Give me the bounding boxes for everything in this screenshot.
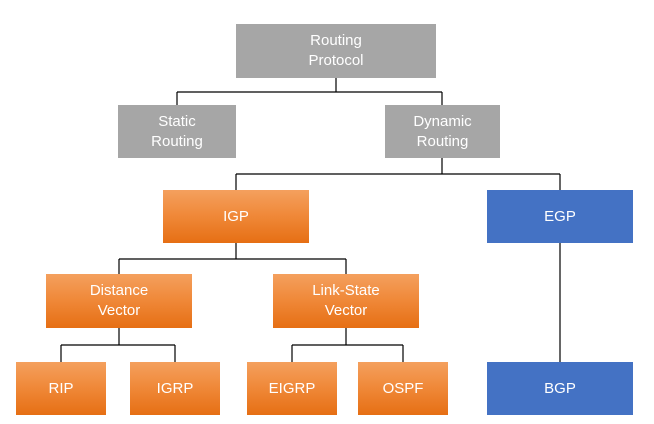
node-ospf: OSPF bbox=[358, 362, 448, 415]
node-static-routing: Static Routing bbox=[118, 105, 236, 158]
node-igp: IGP bbox=[163, 190, 309, 243]
node-rip: RIP bbox=[16, 362, 106, 415]
node-egp: EGP bbox=[487, 190, 633, 243]
node-routing-protocol: Routing Protocol bbox=[236, 24, 436, 78]
node-bgp: BGP bbox=[487, 362, 633, 415]
node-link-state-vector: Link-State Vector bbox=[273, 274, 419, 328]
node-distance-vector: Distance Vector bbox=[46, 274, 192, 328]
node-dynamic-routing: Dynamic Routing bbox=[385, 105, 500, 158]
node-igrp: IGRP bbox=[130, 362, 220, 415]
node-eigrp: EIGRP bbox=[247, 362, 337, 415]
